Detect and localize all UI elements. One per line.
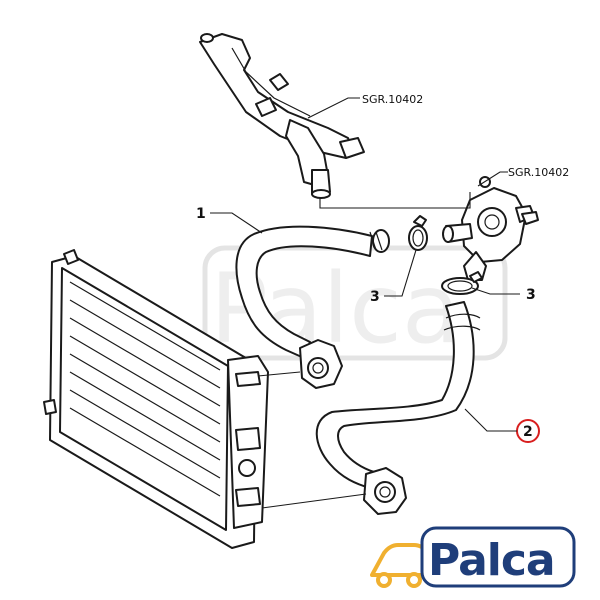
assembly-line-1 bbox=[319, 192, 471, 209]
thermostat-housing bbox=[442, 176, 539, 281]
connector-line-upper bbox=[257, 371, 301, 377]
radiator bbox=[43, 249, 269, 549]
callout-3-right: 3 bbox=[526, 287, 536, 303]
callout-3-left: 3 bbox=[370, 289, 380, 305]
palca-logo: Palca bbox=[370, 526, 576, 588]
ref-leader-thermostat bbox=[477, 171, 508, 187]
callout-1-leader bbox=[210, 212, 263, 234]
hose-clamp-lower bbox=[441, 271, 483, 295]
wheel-icon-right bbox=[406, 572, 422, 588]
callout-3-left-leader bbox=[384, 249, 417, 297]
upper-radiator-hose bbox=[235, 225, 390, 389]
hose-clamp-upper bbox=[408, 215, 428, 251]
lower-radiator-hose bbox=[315, 301, 481, 515]
ref-label-thermostat: SGR.10402 bbox=[508, 166, 569, 179]
upper-coolant-pipe bbox=[199, 33, 365, 199]
callout-2: 2 bbox=[523, 424, 533, 440]
callout-2-leader bbox=[464, 408, 517, 432]
logo-frame bbox=[420, 526, 576, 588]
wheel-icon-left bbox=[376, 572, 392, 588]
callout-3-right-leader bbox=[471, 287, 520, 295]
ref-label-upper-pipe: SGR.10402 bbox=[362, 93, 423, 106]
ref-leader-upper bbox=[307, 97, 360, 119]
logo-text: Palca bbox=[428, 535, 555, 586]
callout-1: 1 bbox=[196, 206, 206, 222]
connector-line-lower bbox=[261, 493, 367, 509]
